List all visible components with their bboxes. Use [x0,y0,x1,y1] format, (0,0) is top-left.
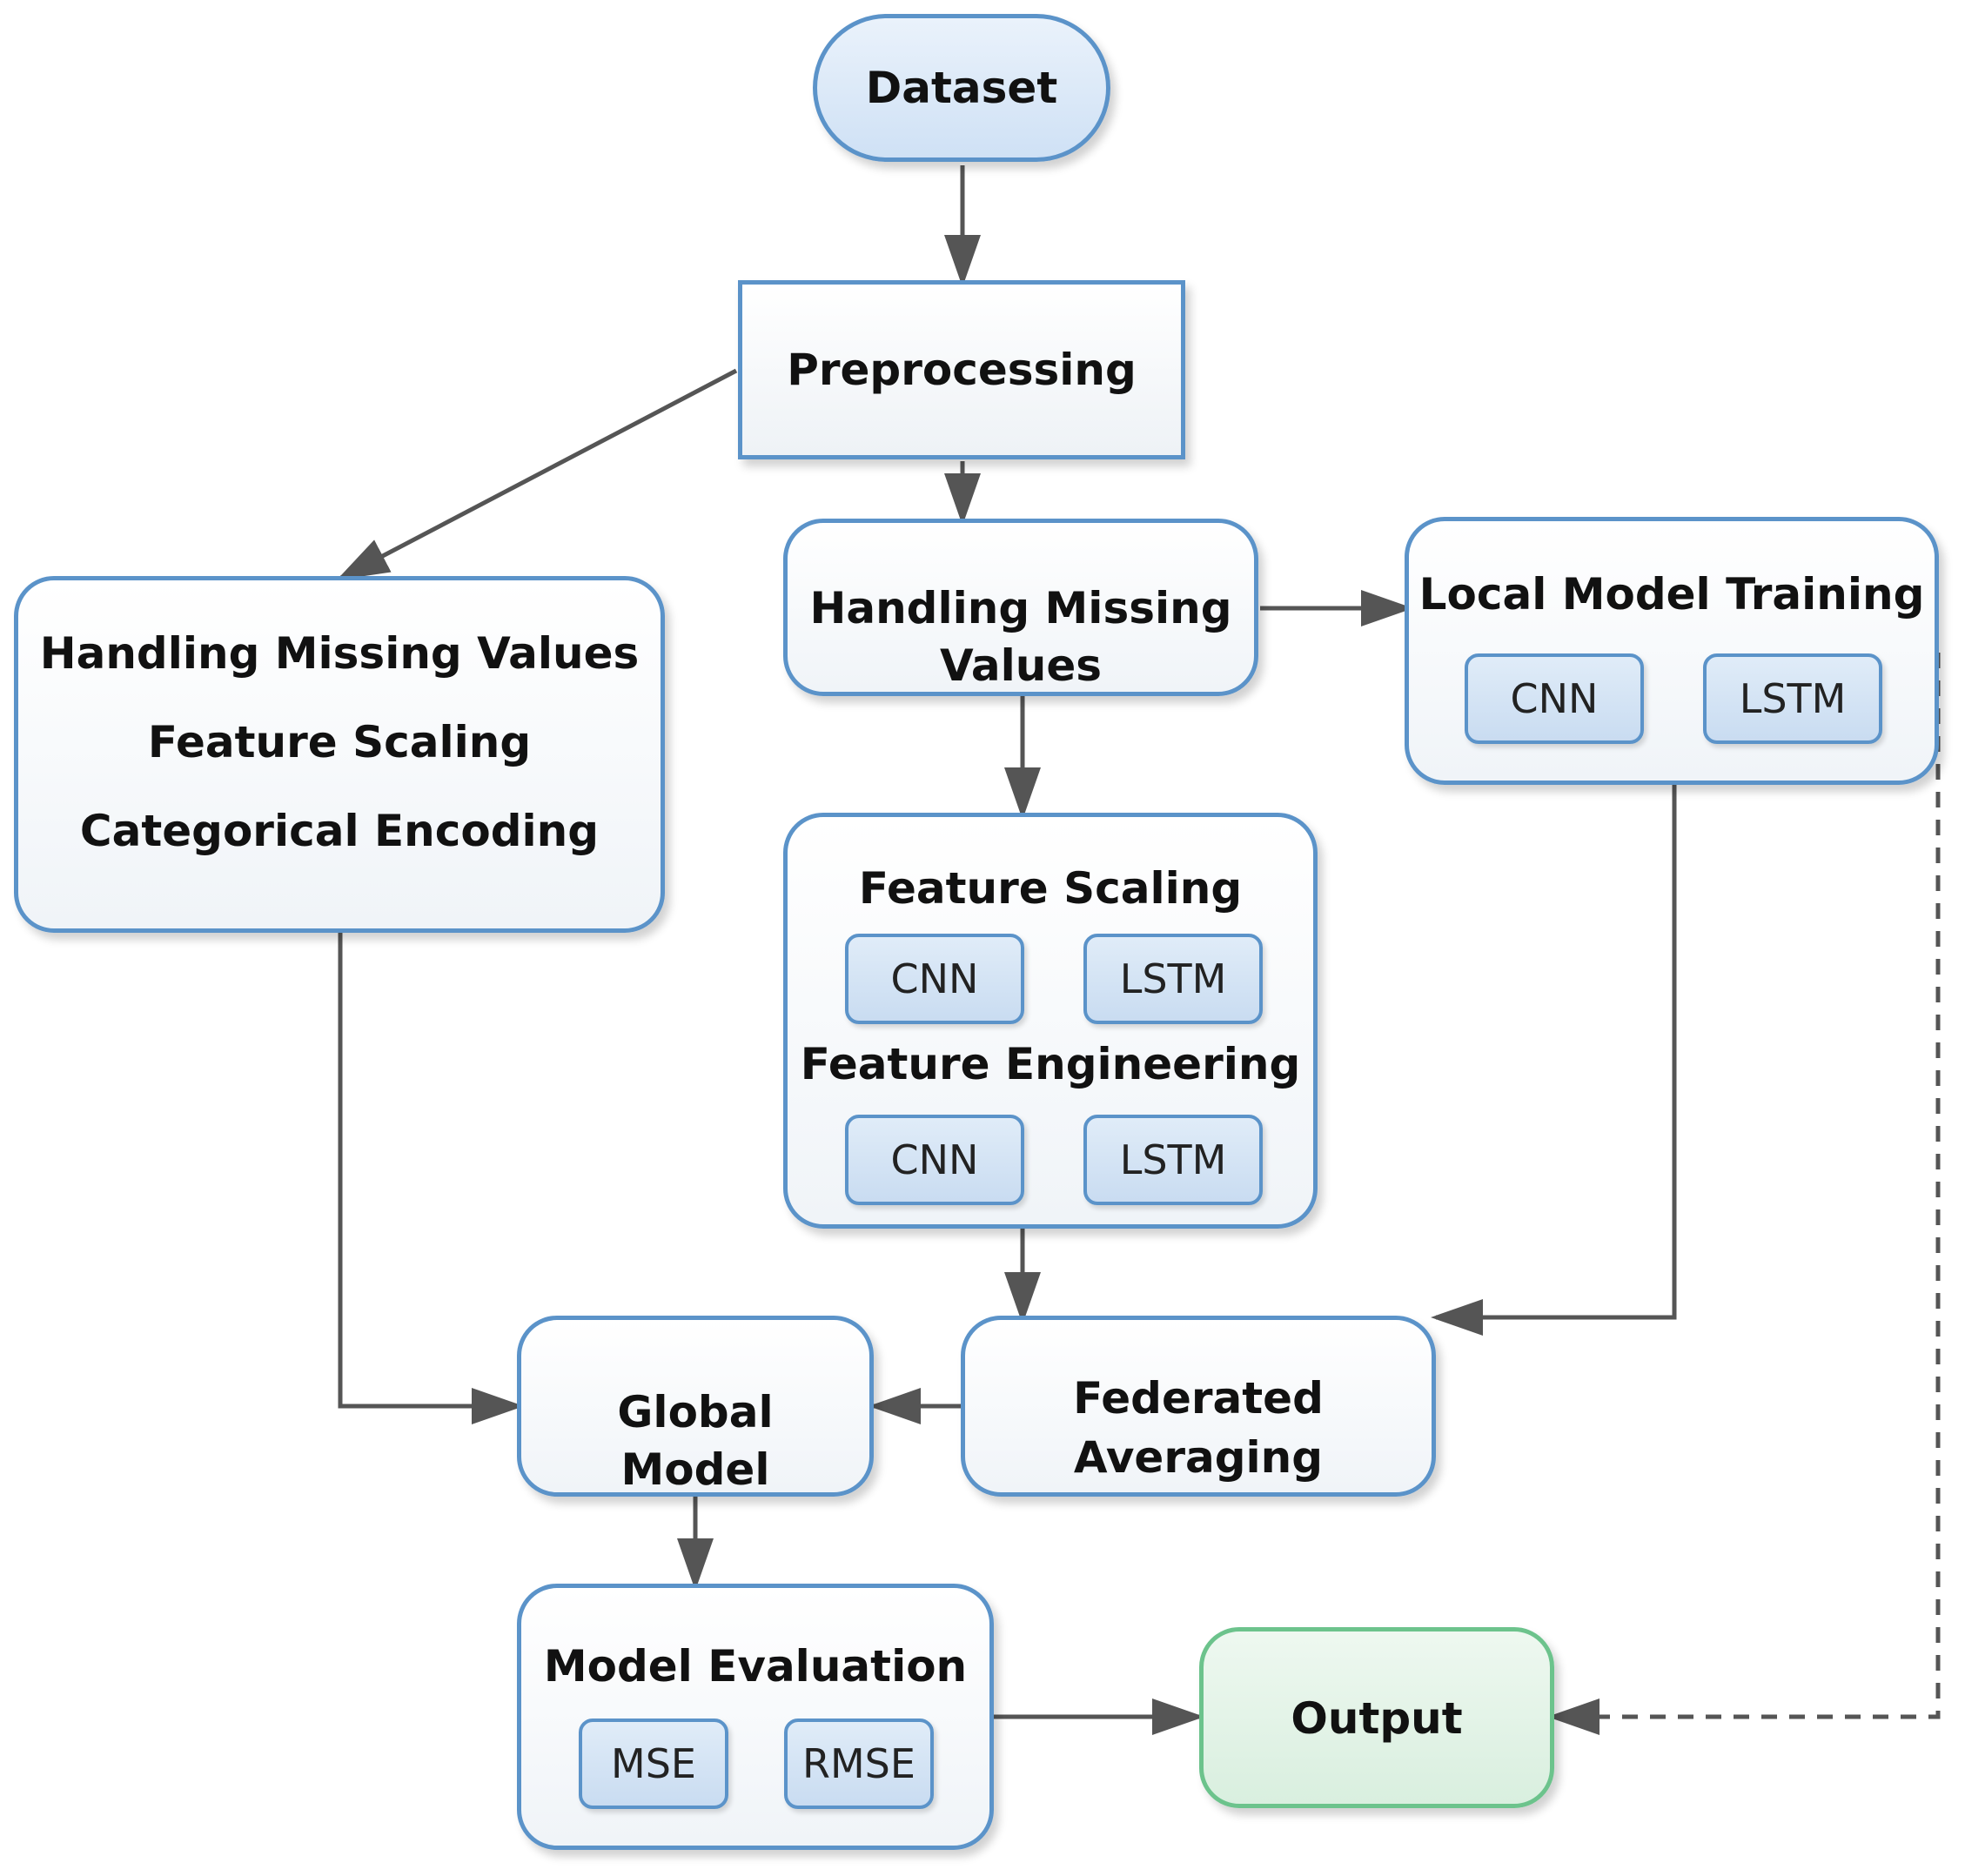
feature-scaling-lstm-chip: LSTM [1083,934,1263,1024]
feature-engineering-lstm-chip: LSTM [1083,1115,1263,1205]
federated-averaging-line1: Federated [1073,1373,1324,1424]
handling-missing-line1: Handling Missing [809,583,1232,633]
global-model-node: Global Model [517,1316,874,1497]
arrow-preprocessing-to-left-box [336,368,738,580]
mse-chip: MSE [579,1719,728,1809]
left-line-handling-missing: Handling Missing Values [39,628,640,679]
arrow-local-training-to-federated [1431,783,1677,1336]
feature-scaling-cnn-chip: CNN [845,934,1024,1024]
local-model-training-node: Local Model Training CNN LSTM [1405,517,1939,785]
feature-scaling-title: Feature Scaling [858,863,1243,914]
arrow-left-box-to-global-model [338,933,524,1424]
model-evaluation-title: Model Evaluation [543,1641,968,1692]
dataset-label: Dataset [865,63,1058,113]
local-training-cnn-chip: CNN [1465,653,1644,744]
output-node: Output [1199,1627,1554,1808]
feature-engineering-cnn-chip: CNN [845,1115,1024,1205]
global-model-line1: Global [617,1387,774,1437]
local-training-lstm-chip: LSTM [1703,653,1882,744]
preprocessing-steps-node: Handling Missing Values Feature Scaling … [14,576,665,933]
rmse-chip: RMSE [784,1719,934,1809]
left-line-categorical-encoding: Categorical Encoding [79,806,600,856]
preprocessing-node: Preprocessing [738,280,1185,459]
local-training-title: Local Model Training [1418,569,1925,620]
arrow-local-training-to-output-dashed [1547,653,1941,1735]
preprocessing-label: Preprocessing [787,345,1137,395]
left-line-feature-scaling: Feature Scaling [147,717,532,767]
output-label: Output [1291,1693,1463,1744]
feature-engineering-title: Feature Engineering [800,1039,1301,1089]
global-model-line2: Model [620,1444,770,1495]
handling-missing-values-node: Handling Missing Values [783,519,1258,696]
feature-processing-node: Feature Scaling CNN LSTM Feature Enginee… [783,813,1318,1229]
federated-averaging-node: Federated Averaging [961,1316,1436,1497]
dataset-node: Dataset [813,14,1110,162]
federated-averaging-line2: Averaging [1073,1432,1324,1483]
model-evaluation-node: Model Evaluation MSE RMSE [517,1584,994,1850]
handling-missing-line2: Values [939,640,1103,691]
